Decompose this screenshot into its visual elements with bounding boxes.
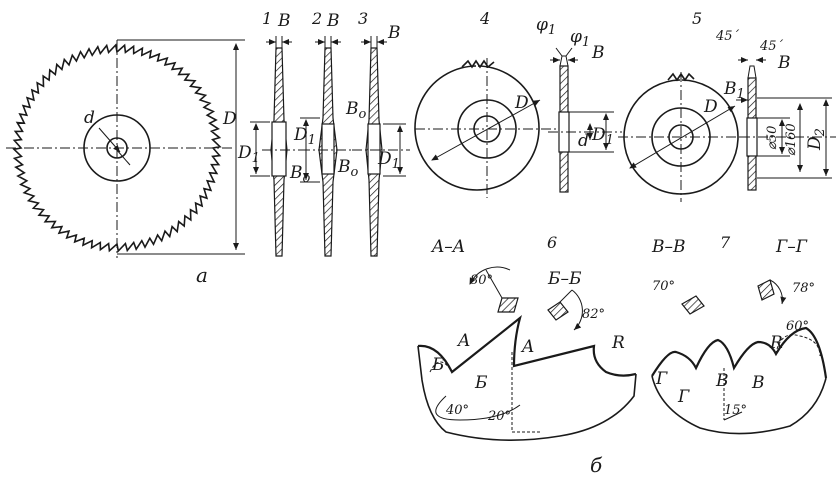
label-20deg: 20° — [487, 409, 511, 424]
profile-4-side: φ1 φ1 B d D1 — [536, 15, 622, 193]
tooth-detail-7: 7 B–B Г–Г 70° 78° 60° R 15° Г Г B B — [651, 233, 828, 435]
label-B-disk4: B — [591, 43, 605, 63]
label-70deg: 70° — [652, 279, 675, 294]
label-B2-profile: B — [326, 11, 340, 31]
label-R-7: R — [769, 333, 783, 353]
label-6: 6 — [547, 233, 557, 252]
label-B0-profile3: Bo — [345, 99, 367, 122]
label-1: 1 — [262, 9, 272, 28]
label-B0-profile2: Bo — [289, 163, 311, 186]
label-B1-profile: B — [277, 11, 291, 31]
label-section-BB: Б–Б — [547, 269, 582, 289]
label-A-left: A — [456, 331, 470, 351]
disk-4: D 4 — [414, 9, 560, 198]
label-D2: D2 — [805, 128, 828, 151]
label-B-disk5: B — [777, 53, 791, 73]
label-phi-right: φ1 — [570, 27, 590, 50]
label-2: 2 — [311, 9, 322, 28]
profile-1: 1 B D1 — [237, 9, 300, 257]
profile-5-side: 45´ 45´ B B1 ⌀50 ⌀160 D2 — [715, 29, 836, 191]
label-G-left: Г — [655, 369, 668, 389]
tooth-detail-6: 6 A–A Б–Б 80° 82° 40° 20° Б Б A A R — [417, 233, 637, 441]
label-82deg: 82° — [582, 307, 605, 322]
label-R-6: R — [611, 333, 625, 353]
label-phi-left: φ1 — [536, 15, 556, 38]
label-5: 5 — [692, 9, 702, 28]
label-60deg: 60° — [786, 319, 809, 334]
label-section-GG: Г–Г — [775, 237, 808, 257]
saw-blade-front-view: d D а — [6, 39, 245, 287]
label-section-VV: B–B — [651, 237, 686, 257]
label-40deg: 40° — [445, 403, 469, 418]
label-D1-profile1: D1 — [237, 143, 260, 166]
label-B0-profile2b: Bo — [337, 157, 359, 180]
label-B-cyr-bottom: Б — [474, 373, 488, 393]
label-A-right: A — [520, 337, 534, 357]
label-d: d — [84, 108, 95, 128]
caption-a: а — [196, 263, 208, 287]
disk-5: D 5 — [618, 9, 745, 202]
label-B-cyr-top: Б — [431, 355, 445, 375]
label-D1-profile3: D1 — [377, 149, 400, 172]
label-D: D — [222, 109, 237, 129]
label-section-AA: A–A — [430, 237, 465, 257]
profile-2: 2 B D1 Bo Bo — [289, 9, 359, 257]
label-7: 7 — [720, 233, 731, 252]
label-G-bottom: Г — [677, 387, 690, 407]
label-45-right: 45´ — [759, 39, 784, 54]
label-B1-disk5: B1 — [723, 79, 745, 102]
label-D1-profile2: D1 — [293, 125, 316, 148]
profile-3: 3 B Bo D1 — [345, 9, 410, 257]
label-78deg: 78° — [792, 281, 815, 296]
label-D-disk5: D — [703, 97, 718, 117]
label-3: 3 — [358, 9, 368, 28]
label-V-left: B — [715, 371, 729, 391]
label-dia160: ⌀160 — [784, 123, 799, 156]
label-d-disk4: d — [578, 131, 589, 151]
label-D-disk4: D — [514, 93, 529, 113]
label-80deg: 80° — [470, 273, 493, 288]
label-V-right: B — [751, 373, 765, 393]
label-dia50: ⌀50 — [765, 126, 780, 150]
caption-b: б — [590, 453, 603, 477]
label-45-left: 45´ — [715, 29, 740, 44]
label-B3-profile: B — [387, 23, 401, 43]
label-15deg: 15° — [724, 403, 747, 418]
label-4: 4 — [479, 9, 490, 28]
label-D1-disk4: D1 — [591, 125, 614, 148]
